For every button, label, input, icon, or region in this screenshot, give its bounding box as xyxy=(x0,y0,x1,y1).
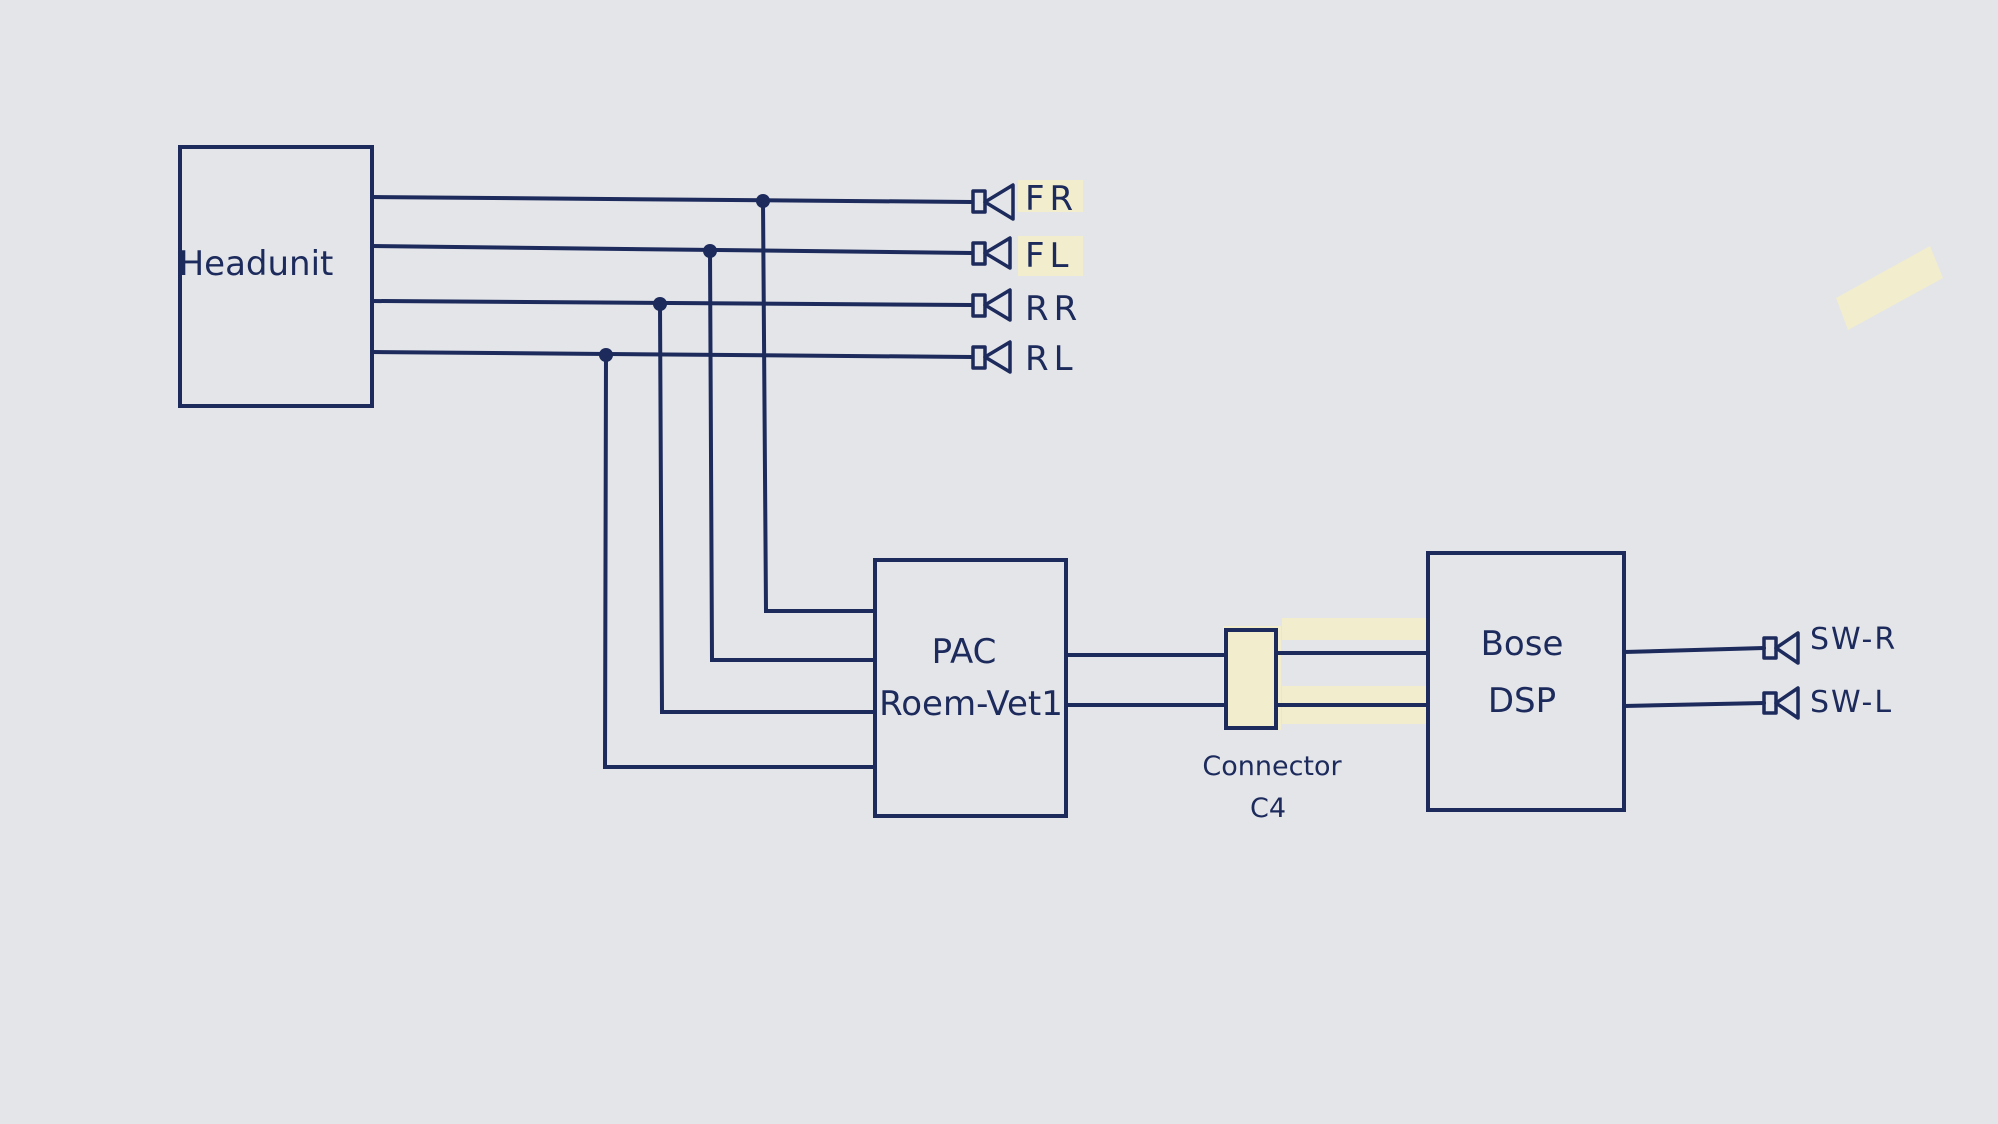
wire-fr xyxy=(370,195,974,204)
tape-fl xyxy=(1018,236,1083,276)
bose-label-line1: Bose xyxy=(1481,624,1564,664)
headunit-block xyxy=(178,145,374,408)
tap-wire-rr xyxy=(658,302,875,714)
speaker-rr-icon xyxy=(971,288,1012,322)
tape-stray xyxy=(1836,246,1943,330)
speaker-fl-label: FL xyxy=(1025,236,1074,276)
speaker-fr-label: FR xyxy=(1025,179,1078,219)
tape-bose-top xyxy=(1282,618,1430,640)
connector-label-line2: C4 xyxy=(1250,793,1286,824)
pac-block xyxy=(873,558,1068,818)
speaker-sw-l-icon xyxy=(1762,686,1800,720)
tap-wire-rl xyxy=(602,353,875,769)
tap-wire-fr xyxy=(761,199,875,613)
tap-wire-fl xyxy=(708,249,875,662)
speaker-fr-icon xyxy=(971,183,1015,221)
speaker-sw-r-icon xyxy=(1762,631,1800,665)
headunit-label: Headunit xyxy=(179,244,334,284)
speaker-sw-r-label: SW-R xyxy=(1810,622,1897,657)
connector-label-line1: Connector xyxy=(1202,751,1342,782)
wire-fl xyxy=(370,244,974,255)
speaker-rl-icon xyxy=(971,340,1012,374)
speaker-sw-l-label: SW-L xyxy=(1810,685,1893,720)
speaker-fl-icon xyxy=(971,236,1012,270)
tape-connector xyxy=(1223,626,1281,730)
speaker-rl-label: RL xyxy=(1025,339,1078,379)
wire-sw-l xyxy=(1622,701,1766,708)
wire-rr xyxy=(370,299,974,307)
wire-rl xyxy=(370,350,974,359)
wire-sw-r xyxy=(1622,646,1766,654)
pac-label-line2: Roem-Vet1 xyxy=(879,684,1063,724)
connector-c4 xyxy=(1224,628,1278,730)
tape-fr xyxy=(1018,180,1083,212)
pac-label-line1: PAC xyxy=(932,632,997,672)
bose-label-line2: DSP xyxy=(1488,681,1556,721)
speaker-rr-label: RR xyxy=(1025,289,1082,329)
bose-dsp-block xyxy=(1426,551,1626,812)
